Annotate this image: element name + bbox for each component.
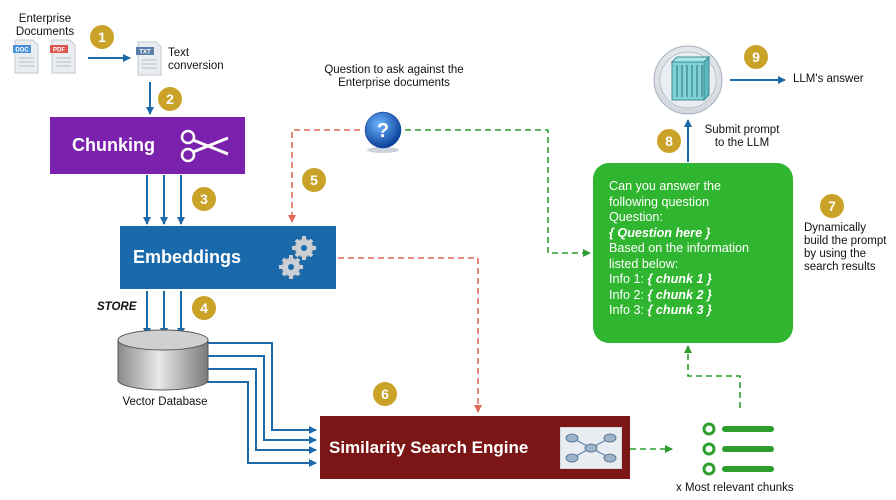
flow-arrows <box>88 54 786 467</box>
pdf-tag: PDF <box>53 48 65 54</box>
relevant-chunks-label: x Most relevant chunks <box>676 482 794 494</box>
doc-tag: DOC <box>15 48 29 54</box>
step-badge-7: 7 <box>820 194 844 218</box>
submit-prompt-label: Submit prompt to the LLM <box>704 124 780 149</box>
store-label: STORE <box>97 301 137 313</box>
step-badge-3: 3 <box>192 187 216 211</box>
prompt-box: Can you answer the following question Qu… <box>593 163 793 343</box>
prompt-info-3: Info 3: { chunk 3 } <box>609 303 793 319</box>
txt-file-icon: TXT <box>136 41 162 76</box>
vector-database-label: Vector Database <box>122 396 208 408</box>
similarity-search-box: Similarity Search Engine <box>320 416 630 479</box>
info-3-label: Info 3: <box>609 303 648 317</box>
llm-answer-label: LLM's answer <box>793 73 864 85</box>
enterprise-documents-label: Enterprise Documents <box>15 13 75 38</box>
prompt-info-2: Info 2: { chunk 2 } <box>609 288 793 304</box>
question-to-embeddings-arrow <box>288 129 360 223</box>
prompt-info-1: Info 1: { chunk 1 } <box>609 272 793 288</box>
prompt-line-5: Based on the information <box>609 241 750 255</box>
info-2-label: Info 2: <box>609 287 648 302</box>
to-search-arrow-2 <box>206 355 317 444</box>
database-icon <box>117 329 209 391</box>
question-to-prompt-arrow <box>405 129 591 257</box>
embeddings-title: Embeddings <box>133 247 242 267</box>
dynamic-prompt-label: Dynamically build the prompt by using th… <box>804 222 887 273</box>
step-badge-1: 1 <box>90 25 114 49</box>
similarity-search-title: Similarity Search Engine <box>329 437 529 457</box>
step-badge-2: 2 <box>158 87 182 111</box>
question-arrows <box>288 129 482 413</box>
prompt-arrows <box>405 129 741 453</box>
to-search-arrow-4 <box>206 381 317 467</box>
gears-icon <box>279 236 316 279</box>
prompt-line-2: following question <box>609 194 710 209</box>
step-badge-5: 5 <box>302 168 326 192</box>
pdf-file-icon: PDF <box>50 39 76 74</box>
step-badge-6: 6 <box>373 382 397 406</box>
scissors-icon <box>180 129 229 163</box>
chunking-title: Chunking <box>72 135 155 155</box>
chunks-to-prompt-arrow <box>684 345 741 408</box>
info-1-label: Info 1: <box>609 272 648 286</box>
prompt-question-placeholder: { Question here } <box>609 225 711 240</box>
info-3-value: { chunk 3 } <box>647 303 712 317</box>
doc-file-icon: DOC <box>13 39 39 74</box>
prompt-line-6: listed below: <box>609 256 679 271</box>
prompt-line-1: Can you answer the <box>609 179 722 193</box>
step-badge-9: 9 <box>744 45 768 69</box>
step-badge-4: 4 <box>192 296 216 320</box>
prompt-line-3: Question: <box>609 210 663 224</box>
embeddings-box: Embeddings <box>120 226 336 289</box>
question-label: Question to ask against the Enterprise d… <box>324 64 464 89</box>
text-conversion-label: Text conversion <box>168 47 224 72</box>
info-1-value: { chunk 1 } <box>647 272 712 286</box>
step-badge-8: 8 <box>657 129 681 153</box>
embeddings-to-search-arrow <box>338 257 482 413</box>
chunking-box: Chunking <box>50 117 245 174</box>
svg-text:?: ? <box>377 120 389 142</box>
to-search-arrow-3 <box>206 368 317 454</box>
to-search-arrow-1 <box>206 342 317 434</box>
txt-tag: TXT <box>139 50 151 56</box>
info-2-value: { chunk 2 } <box>647 287 712 302</box>
llm-server-icon <box>653 45 723 115</box>
network-icon <box>560 427 622 469</box>
list-icon <box>702 422 774 476</box>
question-icon: ? <box>364 111 402 153</box>
